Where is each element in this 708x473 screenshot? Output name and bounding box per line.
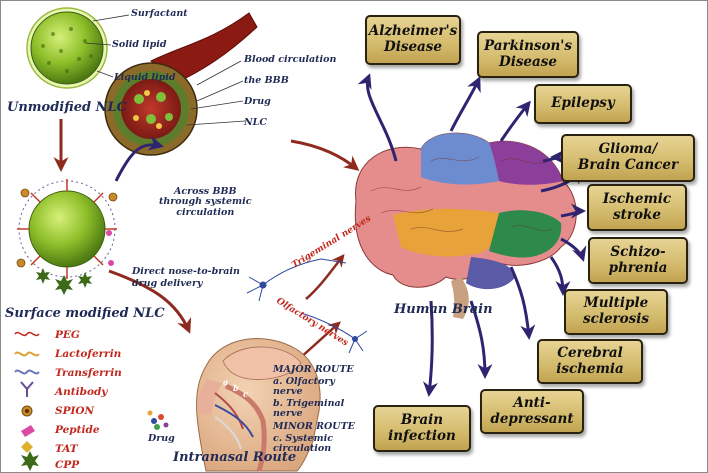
disease-box-antidepressant: Anti- depressant bbox=[480, 389, 584, 434]
surfactant-label: Surfactant bbox=[131, 8, 188, 19]
route-b-label: b. Trigeminal nerve bbox=[273, 398, 345, 420]
disease-box-cerebral-ischemia: Cerebral ischemia bbox=[537, 339, 643, 384]
bbb-label: the BBB bbox=[244, 75, 289, 86]
route-marker-c: c bbox=[243, 389, 248, 399]
legend-peg: PEG bbox=[55, 329, 80, 341]
solid-lipid-label: Solid lipid bbox=[112, 39, 167, 50]
unmodified-nlc-label: Unmodified NLC bbox=[7, 100, 127, 115]
nerve-drawings bbox=[246, 258, 368, 354]
disease-label-epilepsy: Epilepsy bbox=[551, 95, 615, 112]
legend-cpp: CPP bbox=[55, 459, 80, 471]
route-marker-b: b bbox=[233, 383, 239, 393]
legend-icons bbox=[14, 331, 40, 471]
disease-box-glioma: Glioma/ Brain Cancer bbox=[561, 134, 695, 182]
disease-box-brain-infection: Brain infection bbox=[373, 405, 471, 452]
disease-label-glioma: Glioma/ Brain Cancer bbox=[577, 141, 679, 173]
legend-antibody: Antibody bbox=[55, 386, 108, 398]
human-brain-label: Human Brain bbox=[394, 302, 493, 317]
disease-label-antidepressant: Anti- depressant bbox=[490, 394, 574, 427]
route-marker-a: a bbox=[223, 377, 229, 387]
nasal-drug-label: Drug bbox=[148, 433, 175, 444]
surface-modified-nlc-particle bbox=[16, 179, 118, 295]
disease-label-alzheimers: Alzheimer's Disease bbox=[368, 23, 458, 55]
disease-box-multiple-sclerosis: Multiple sclerosis bbox=[564, 289, 668, 335]
nose-to-brain-label: Direct nose-to-brain drug delivery bbox=[132, 266, 240, 289]
blood-vessel bbox=[104, 12, 258, 156]
disease-label-brain-infection: Brain infection bbox=[388, 411, 456, 444]
disease-label-multiple-sclerosis: Multiple sclerosis bbox=[583, 295, 649, 327]
surface-modified-nlc-label: Surface modified NLC bbox=[5, 306, 165, 321]
disease-box-parkinsons: Parkinson's Disease bbox=[477, 31, 579, 78]
disease-label-parkinsons: Parkinson's Disease bbox=[483, 37, 573, 70]
legend-transferrin: Transferrin bbox=[55, 367, 122, 379]
blood-circulation-label: Blood circulation bbox=[244, 54, 337, 65]
disease-box-schizophrenia: Schizo- phrenia bbox=[588, 237, 688, 284]
disease-box-ischemic-stroke: Ischemic stroke bbox=[587, 184, 687, 231]
legend-spion: SPION bbox=[55, 405, 95, 417]
legend-tat: TAT bbox=[55, 443, 78, 455]
legend-lactoferrin: Lactoferrin bbox=[55, 348, 122, 360]
liquid-lipid-label: Liquid lipid bbox=[114, 72, 176, 83]
route-c-label: c. Systemic circulation bbox=[273, 433, 334, 455]
route-a-label: a. Olfactory nerve bbox=[273, 376, 335, 398]
unmodified-nlc-particle bbox=[26, 7, 130, 89]
drug-dots bbox=[147, 410, 169, 430]
disease-box-epilepsy: Epilepsy bbox=[534, 84, 632, 124]
disease-label-cerebral-ischemia: Cerebral ischemia bbox=[556, 344, 624, 377]
disease-label-ischemic-stroke: Ischemic stroke bbox=[602, 190, 672, 223]
across-bbb-label: Across BBB through systemic circulation bbox=[159, 186, 252, 218]
drug-label: Drug bbox=[244, 96, 271, 107]
brain-illustration bbox=[354, 132, 577, 319]
intranasal-route-label: Intranasal Route bbox=[173, 450, 297, 465]
minor-route-label: MINOR ROUTE bbox=[273, 421, 355, 432]
nlc-label: NLC bbox=[244, 117, 267, 128]
major-route-label: MAJOR ROUTE bbox=[273, 364, 354, 375]
disease-label-schizophrenia: Schizo- phrenia bbox=[608, 243, 668, 276]
disease-box-alzheimers: Alzheimer's Disease bbox=[365, 15, 461, 65]
head-illustration bbox=[196, 338, 321, 472]
legend-peptide: Peptide bbox=[55, 424, 100, 436]
